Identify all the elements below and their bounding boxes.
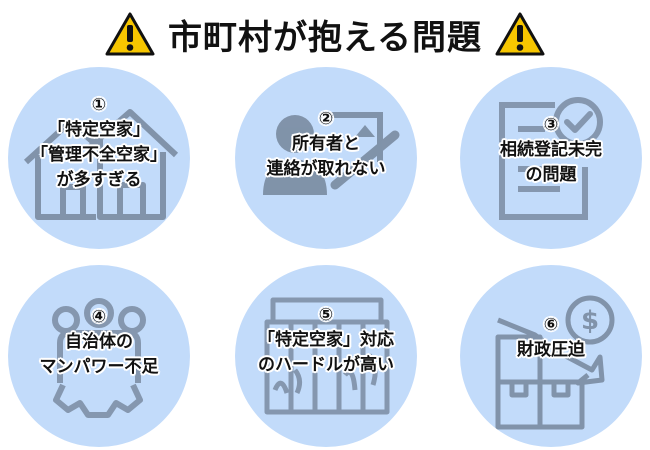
problem-text-line: のハードルが高い: [258, 355, 394, 375]
problem-card-1: ① 「特定空家」 「管理不全空家」 が多すぎる: [8, 67, 190, 249]
problem-text-line: 相続登記未完: [500, 140, 602, 160]
problem-text-line: 財政圧迫: [517, 340, 585, 360]
problem-text-line: 「管理不全空家」: [31, 145, 167, 165]
person-contact-icon: [263, 112, 400, 195]
problem-text-line: 自治体の: [65, 332, 133, 352]
problem-text-line: の問題: [525, 165, 577, 185]
problem-number: ②: [318, 109, 334, 129]
problem-text-line: 連絡が取れない: [266, 159, 386, 179]
document-check-icon: [499, 97, 603, 220]
svg-text:$: $: [581, 306, 599, 336]
problem-number: ③: [543, 115, 559, 135]
problem-text-line: が多すぎる: [56, 170, 142, 190]
problem-text-line: 所有者と: [292, 134, 360, 154]
problem-number: ④: [91, 307, 107, 327]
problem-text-line: 「特定空家」対応: [258, 330, 394, 350]
problem-card-2: ② 所有者と 連絡が取れない: [235, 67, 417, 249]
finance-decline-icon: $: [495, 295, 615, 430]
problem-card-5: ⑤ 「特定空家」対応 のハードルが高い: [235, 265, 417, 447]
problem-text-line: マンパワー不足: [39, 357, 159, 377]
problem-number: ⑥: [543, 315, 559, 335]
problem-card-3: ③ 相続登記未完 の問題: [460, 67, 642, 249]
problem-number: ⑤: [318, 305, 334, 325]
warning-triangle-icon: [495, 12, 545, 56]
page-title: 市町村が抱える問題: [168, 17, 482, 58]
abandoned-building-icon: [264, 297, 390, 415]
warning-triangle-icon: [105, 12, 155, 56]
problem-card-4: ④ 自治体の マンパワー不足: [8, 265, 190, 447]
problem-card-6: $ ⑥ 財政圧迫: [460, 265, 642, 447]
team-gear-icon: [52, 298, 146, 418]
problem-text-line: 「特定空家」: [48, 120, 150, 140]
houses-icon: [23, 109, 179, 220]
problem-number: ①: [91, 95, 107, 115]
title-row: 市町村が抱える問題: [0, 6, 650, 62]
